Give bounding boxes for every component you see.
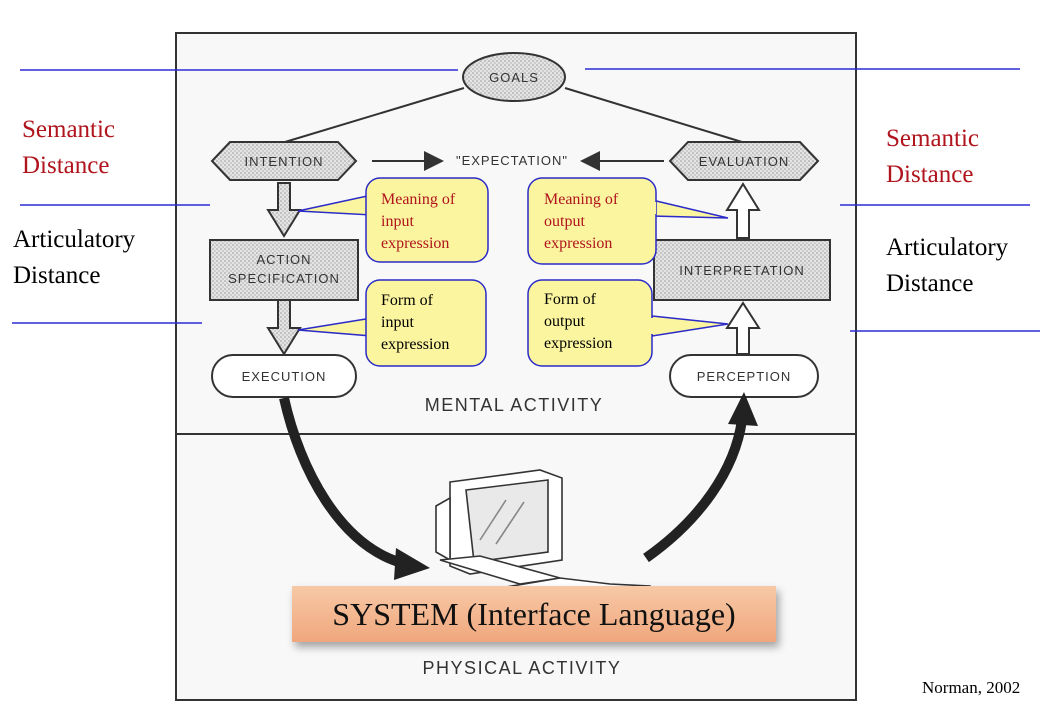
computer-icon (435, 469, 651, 597)
intention-label: INTENTION (244, 154, 323, 169)
right-articulatory-distance-label: Articulatory Distance (886, 234, 1009, 297)
system-interface-language-box: SYSTEM (Interface Language) (292, 586, 776, 642)
goals-to-intention-line (284, 87, 465, 143)
right-semantic-distance-label: Semantic Distance (886, 125, 980, 188)
action-to-execution-arrow (266, 299, 302, 356)
evaluation-label: EVALUATION (699, 154, 789, 169)
meaning-input-text: Meaning of input expression (381, 191, 456, 252)
goals-to-evaluation-line (564, 87, 743, 143)
execution-to-system-arrowhead (394, 548, 430, 580)
callout-meaning-output (527, 177, 729, 265)
action-specification-label-2: SPECIFICATION (228, 271, 340, 286)
guide-lines (12, 68, 1040, 332)
evaluation-node (668, 141, 820, 181)
execution-to-system-curve (279, 396, 404, 568)
physical-activity-label: PHYSICAL ACTIVITY (423, 658, 622, 678)
callout-form-input (297, 279, 487, 367)
interpretation-to-evaluation-arrow (725, 182, 761, 239)
action-specification-node (209, 239, 359, 301)
callout-form-output (527, 279, 729, 367)
citation-credit: Norman, 2002 (922, 678, 1021, 697)
system-label: SYSTEM (Interface Language) (332, 595, 736, 632)
form-output-text: Form of output expression (544, 291, 613, 352)
goals-node (462, 52, 566, 102)
interpretation-node (653, 239, 831, 301)
callout-meaning-input (297, 177, 489, 263)
interpretation-label: INTERPRETATION (679, 263, 804, 278)
form-input-text: Form of input expression (381, 292, 450, 353)
execution-node (211, 354, 357, 398)
system-to-perception-arrowhead (728, 392, 758, 426)
perception-to-interpretation-arrow (725, 301, 761, 355)
intention-to-action-arrow (266, 182, 302, 238)
mental-activity-label: MENTAL ACTIVITY (425, 395, 604, 415)
meaning-output-text: Meaning of output expression (544, 191, 619, 252)
expectation-label: "EXPECTATION" (456, 153, 568, 168)
intention-node (210, 141, 358, 181)
system-to-perception-curve (643, 419, 747, 563)
goals-label: GOALS (489, 70, 539, 85)
action-specification-label-1: ACTION (256, 252, 311, 267)
left-articulatory-distance-label: Articulatory Distance (13, 226, 136, 289)
execution-label: EXECUTION (242, 369, 327, 384)
left-semantic-distance-label: Semantic Distance (22, 116, 116, 179)
perception-label: PERCEPTION (697, 369, 792, 384)
